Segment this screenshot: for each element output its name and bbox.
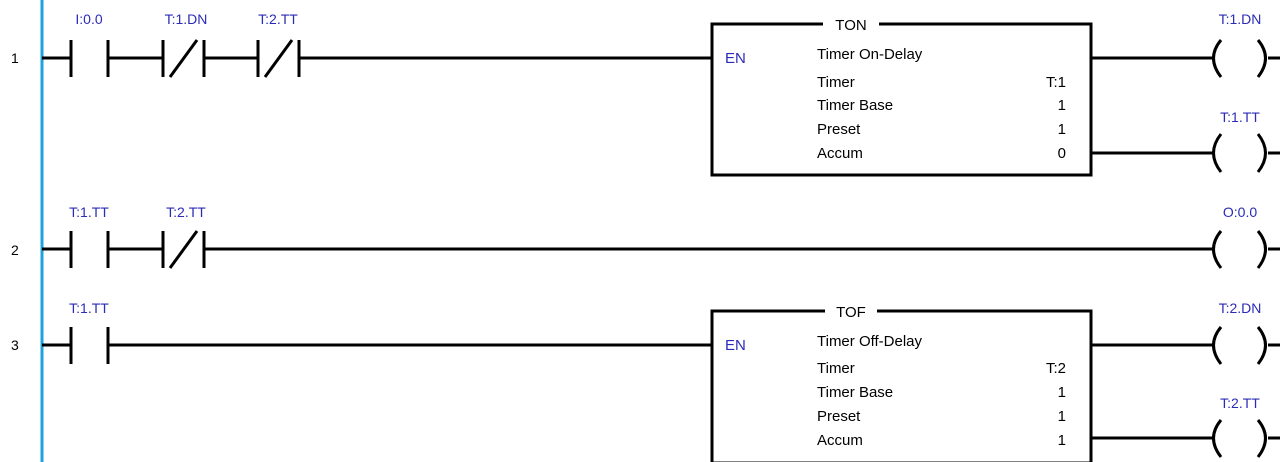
field-label: Timer [817,360,855,377]
contact-tag: I:0.0 [75,11,102,27]
field-label: Accum [817,145,863,162]
block-title: Timer Off-Delay [817,333,923,350]
rung-number: 2 [11,242,19,258]
field-value: T:1 [1046,74,1066,91]
ton-timer-block[interactable]: TON EN Timer On-Delay Timer T:1 Timer Ba… [710,16,1093,177]
output-coil[interactable]: T:2.DN [1212,300,1280,365]
field-value: 1 [1058,432,1066,449]
output-coil[interactable]: T:1.DN [1212,11,1280,78]
rung-number: 3 [11,337,19,353]
field-value: 1 [1058,121,1066,138]
contact-no[interactable]: I:0.0 [69,11,110,77]
field-value: 1 [1058,408,1066,425]
block-type: TOF [836,304,866,321]
contact-nc[interactable]: T:2.TT [256,11,301,78]
contact-tag: T:1.TT [69,300,109,316]
rung-3[interactable]: 3 T:1.TT TOF EN Timer Off-Delay Timer T:… [11,300,1280,462]
field-value: T:2 [1046,360,1066,377]
contact-tag: T:1.DN [165,11,208,27]
output-coil[interactable]: O:0.0 [1212,204,1280,269]
coil-tag: T:2.DN [1219,300,1262,316]
block-title: Timer On-Delay [817,46,923,63]
field-value: 0 [1058,145,1066,162]
rung-wire [1091,343,1213,440]
rung-wire [1091,56,1213,155]
block-enable-label: EN [725,337,746,354]
contact-no[interactable]: T:1.TT [69,204,110,268]
block-type: TON [835,17,866,34]
rung-number: 1 [11,50,19,66]
block-enable-label: EN [725,50,746,67]
coil-tag: O:0.0 [1223,204,1257,220]
output-coil[interactable]: T:1.TT [1212,109,1280,173]
field-label: Timer Base [817,97,893,114]
coil-tag: T:2.TT [1220,395,1260,411]
field-label: Timer Base [817,384,893,401]
tof-timer-block[interactable]: TOF EN Timer Off-Delay Timer T:2 Timer B… [710,303,1093,462]
field-label: Preset [817,408,861,425]
contact-nc[interactable]: T:2.TT [161,204,206,269]
field-value: 1 [1058,384,1066,401]
contact-tag: T:1.TT [69,204,109,220]
output-coil[interactable]: T:2.TT [1212,395,1280,458]
rung-2[interactable]: 2 T:1.TT T:2.TT O:0.0 [11,204,1280,269]
contact-no[interactable]: T:1.TT [69,300,110,364]
contact-tag: T:2.TT [258,11,298,27]
coil-tag: T:1.DN [1219,11,1262,27]
coil-tag: T:1.TT [1220,109,1260,125]
field-label: Preset [817,121,861,138]
field-label: Timer [817,74,855,91]
contact-tag: T:2.TT [166,204,206,220]
rung-1[interactable]: 1 I:0.0 T:1.DN T:2.TT TON EN Timer On-De… [11,11,1280,177]
field-value: 1 [1058,97,1066,114]
field-label: Accum [817,432,863,449]
contact-nc[interactable]: T:1.DN [161,11,208,78]
